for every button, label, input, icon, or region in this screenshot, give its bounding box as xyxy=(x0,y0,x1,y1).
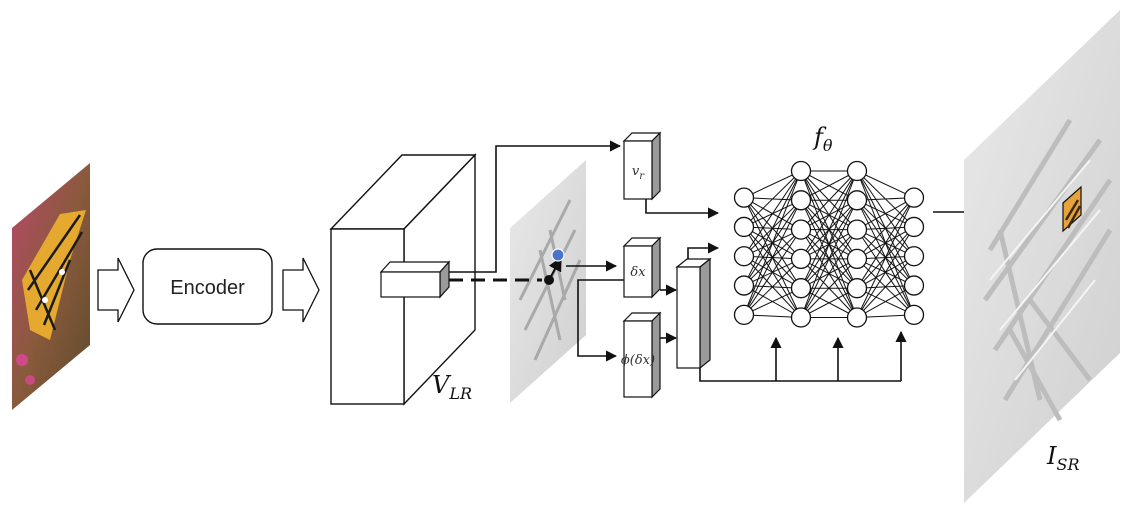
network-connection xyxy=(856,226,915,318)
network-connection xyxy=(800,200,858,318)
encoder-block: Encoder xyxy=(142,248,273,325)
neuron xyxy=(733,187,755,208)
hollow-arrow-icon xyxy=(282,257,320,323)
neuron xyxy=(790,160,812,182)
neuron xyxy=(790,219,812,240)
neuron xyxy=(846,278,868,299)
neuron xyxy=(846,190,868,211)
output-pixel xyxy=(1062,185,1082,233)
neuron xyxy=(733,246,755,267)
network-connection xyxy=(800,170,858,230)
input-butterfly xyxy=(22,210,86,340)
v-lr-label: VLR xyxy=(432,371,472,403)
network-connection xyxy=(743,170,802,316)
delta-x-block xyxy=(622,236,662,299)
encoding-block xyxy=(675,257,712,370)
network-connection xyxy=(800,258,858,318)
flower-detail xyxy=(25,375,35,385)
input-lr-image xyxy=(12,163,90,410)
i-sr-label: ISR xyxy=(1046,442,1080,474)
vr-label: vr xyxy=(632,164,645,182)
arrow-to-phi xyxy=(577,279,624,362)
feature-cell xyxy=(379,260,451,299)
phi-block xyxy=(622,311,662,399)
network-connection xyxy=(743,200,802,316)
neuron xyxy=(903,216,925,238)
network-connection xyxy=(856,197,915,318)
network-connection xyxy=(856,197,915,231)
flower-detail xyxy=(16,354,28,366)
neuron xyxy=(903,187,925,208)
f-theta-label: fθ xyxy=(812,123,833,155)
network-connection xyxy=(743,229,802,316)
neuron xyxy=(903,246,925,267)
network-connection xyxy=(800,170,858,201)
neuron xyxy=(903,275,925,296)
network-connection xyxy=(856,285,915,318)
network-connection xyxy=(800,170,858,289)
neuron xyxy=(733,275,755,296)
neuron xyxy=(790,190,812,211)
neuron xyxy=(846,248,868,270)
network-connection xyxy=(800,287,858,318)
neuron xyxy=(846,160,868,182)
mlp-network xyxy=(733,160,925,328)
neuron xyxy=(733,304,755,326)
neuron xyxy=(733,216,755,238)
network-connection xyxy=(743,258,802,316)
neuron xyxy=(790,307,812,328)
network-connection xyxy=(743,170,802,257)
network-connection xyxy=(800,170,858,318)
neuron xyxy=(790,248,812,270)
network-connection xyxy=(800,229,858,318)
network-connection xyxy=(856,170,915,199)
neuron xyxy=(846,219,868,240)
network-connection xyxy=(800,170,858,260)
skip-line xyxy=(699,368,901,382)
neuron xyxy=(790,278,812,299)
network-connection xyxy=(743,170,802,228)
hollow-arrow-icon xyxy=(97,257,135,323)
neuron xyxy=(903,304,925,326)
sr-output-image xyxy=(964,10,1120,503)
sample-point xyxy=(544,275,554,285)
phi-label: ϕ(δx) xyxy=(621,353,655,368)
encoder-label: Encoder xyxy=(170,277,245,299)
network-connection xyxy=(856,197,915,260)
neuron xyxy=(846,307,868,328)
vr-block xyxy=(622,131,662,201)
network-connection xyxy=(743,287,802,316)
network-connection xyxy=(743,170,802,199)
arrow-to-vr xyxy=(449,140,622,273)
network-connection xyxy=(856,255,915,318)
query-point xyxy=(551,248,565,262)
network-connection xyxy=(856,197,915,289)
arrow-vr-to-net xyxy=(645,199,720,219)
network-connection xyxy=(743,170,802,286)
delta-x-label: δx xyxy=(630,265,646,280)
arrow-enc-to-net xyxy=(687,242,720,259)
